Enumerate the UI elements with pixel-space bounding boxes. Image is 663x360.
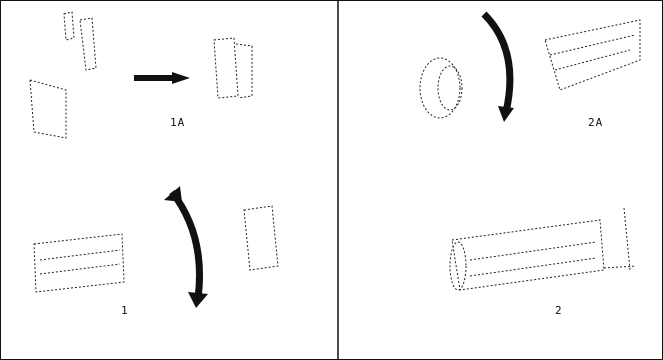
assembled-part-side: [235, 43, 253, 99]
panel-1-arrow-tail: [164, 186, 182, 202]
cone-part: [544, 19, 641, 91]
panel-2a-drawing: [419, 19, 641, 119]
panel-2a-curved-arrow: [481, 11, 514, 113]
spring-block: [33, 233, 125, 293]
ring-part: [419, 57, 461, 119]
assembled-cylinder: [451, 219, 605, 291]
cylinder-line-1: [469, 241, 597, 261]
pin-base: [603, 265, 637, 269]
pin: [623, 207, 631, 271]
assembled-part: [213, 37, 239, 99]
cone-line-2: [554, 49, 631, 71]
panel-label-2: 2: [555, 304, 563, 317]
cylinder-line-2: [469, 257, 597, 277]
part-top-right: [79, 17, 97, 71]
panel-label-1a: 1A: [170, 116, 186, 129]
cylinder-end: [449, 241, 467, 291]
panel-label-2a: 2A: [588, 116, 604, 129]
cone-line-1: [549, 34, 636, 56]
panel-2-drawing: [449, 207, 637, 291]
part-top-left: [63, 11, 75, 41]
spring-line-2: [39, 263, 121, 275]
panel-1-arrowhead: [188, 292, 208, 308]
part-bottom-block: [29, 79, 67, 139]
panel-label-1: 1: [121, 304, 129, 317]
panel-1a-arrow: [134, 72, 190, 84]
ring-inner: [437, 65, 463, 111]
spring-line-1: [39, 249, 121, 261]
panel-2a-arrowhead: [498, 106, 514, 122]
panel-1-drawing: [33, 205, 279, 293]
small-part: [243, 205, 279, 271]
panel-1-curved-arrow: [169, 189, 204, 299]
panel-1a-drawing: [29, 11, 253, 139]
